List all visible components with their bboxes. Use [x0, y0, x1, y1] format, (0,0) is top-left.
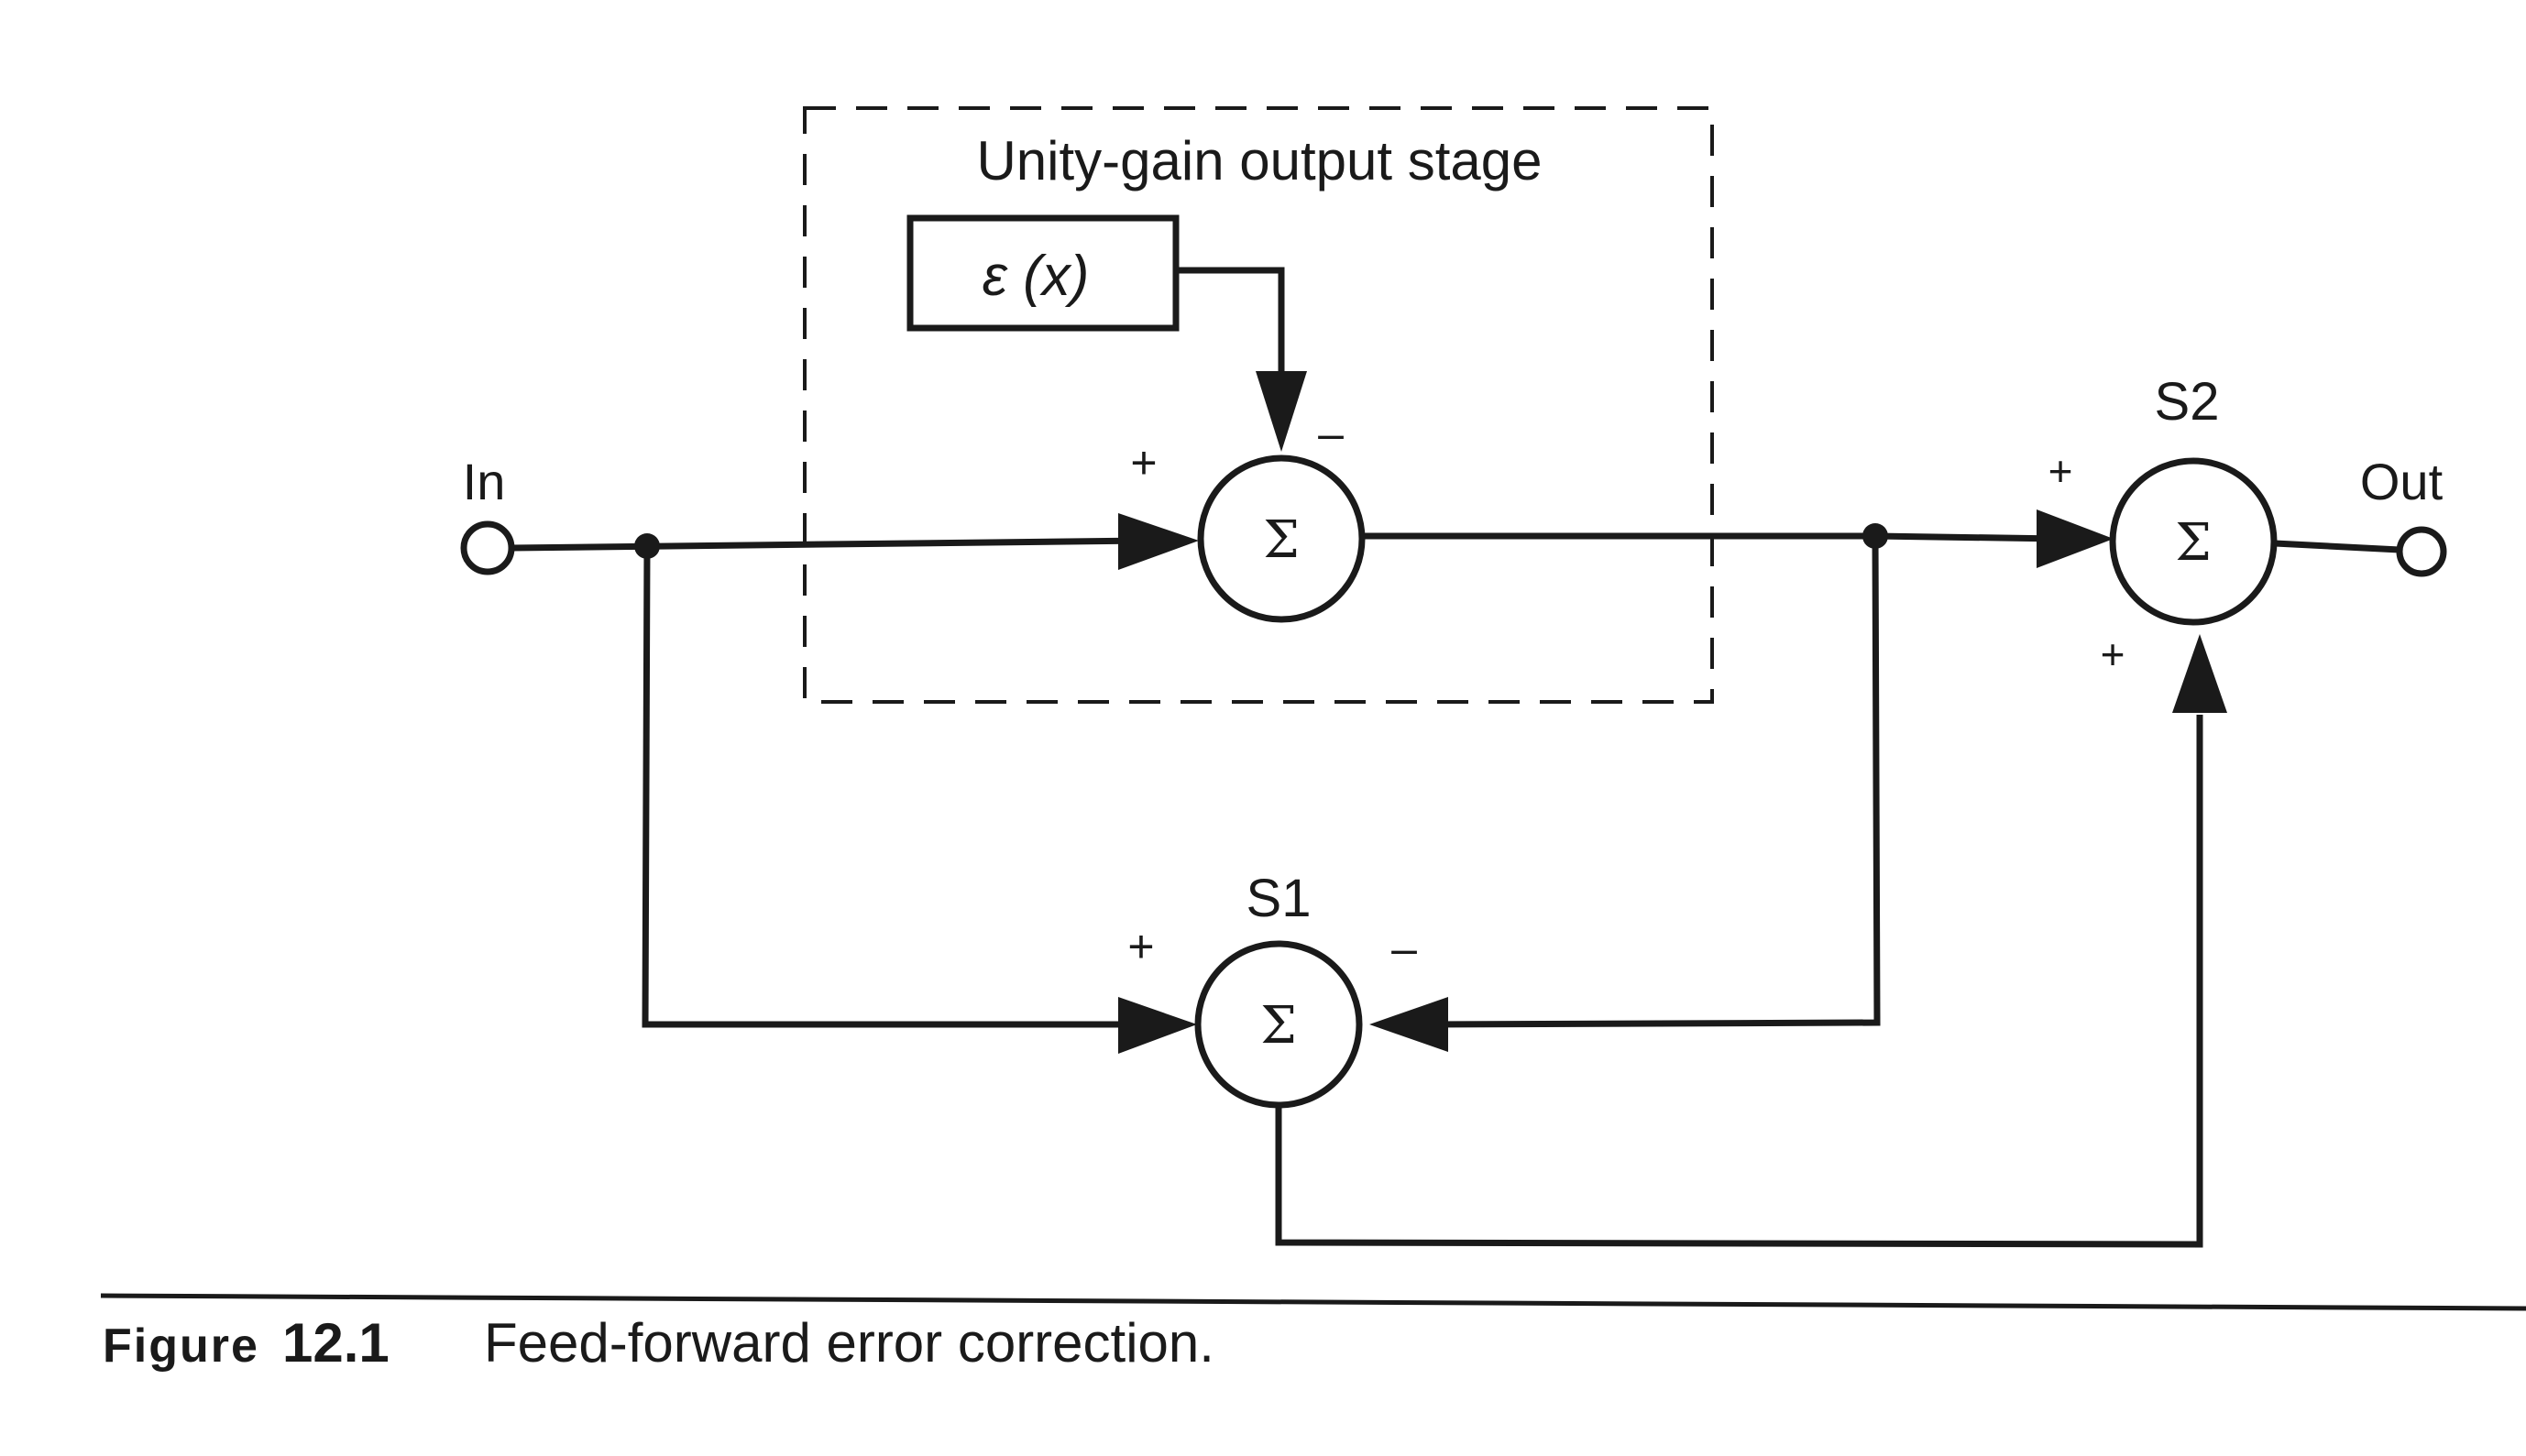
caption-word: Figure: [103, 1319, 259, 1373]
arrowheads: [1118, 371, 2227, 1054]
arrow-input-to-main: [1118, 513, 1199, 570]
main-summer-circle: [1197, 454, 1366, 623]
arrow-error-to-main: [1256, 371, 1307, 452]
junction-input: [634, 533, 660, 559]
junction-output: [1862, 523, 1888, 549]
output-label: Out: [2360, 453, 2444, 510]
wire-input-to-s1: [642, 545, 1146, 1028]
arrow-node-to-s1: [1369, 997, 1448, 1052]
s1-summer-plus: +: [1127, 921, 1154, 972]
s1-summer-circle: [1194, 940, 1363, 1109]
s1-summer-name: S1: [1247, 869, 1312, 928]
arrow-input-to-s1: [1118, 997, 1197, 1054]
wire-node-to-s1: [1429, 535, 1881, 1028]
signal-wires: [511, 267, 2400, 1248]
s1-summer: Σ S1 + –: [1127, 869, 1417, 1109]
s1-summer-symbol: Σ: [1260, 996, 1297, 1056]
s2-summer-plus-left: +: [2048, 447, 2073, 495]
error-block-label: ε (x): [983, 245, 1090, 308]
s2-summer-circle: [2109, 457, 2278, 626]
arrow-node-to-s2: [2037, 509, 2114, 568]
wire-s2-out: [2274, 540, 2400, 553]
s2-summer: Σ S2 + +: [2048, 372, 2278, 678]
arrow-s1-to-s2: [2172, 634, 2227, 713]
main-summer: Σ + –: [1130, 408, 1366, 623]
main-summer-plus: +: [1130, 437, 1157, 488]
main-summer-minus: –: [1318, 408, 1344, 459]
wire-s1-to-s2: [1275, 715, 2203, 1248]
s2-summer-name: S2: [2155, 372, 2220, 432]
wire-node-to-s2: [1874, 532, 2061, 542]
caption-text: Feed-forward error correction.: [484, 1312, 1214, 1374]
input-label: In: [463, 453, 506, 510]
s2-summer-symbol: Σ: [2175, 513, 2212, 573]
input-terminal: [460, 520, 515, 575]
wire-input: [511, 537, 1147, 552]
output-stage-boundary: [803, 106, 1714, 704]
output-stage-label: Unity-gain output stage: [976, 130, 1542, 192]
s2-summer-plus-bottom: +: [2101, 630, 2125, 678]
wire-error-to-main: [1176, 267, 1285, 417]
caption-rule: [100, 1293, 2526, 1311]
caption-number: 12.1: [282, 1312, 390, 1374]
figure-caption: Figure 12.1 Feed-forward error correctio…: [103, 1312, 1214, 1374]
output-terminal: [2396, 526, 2447, 577]
s1-summer-minus: –: [1391, 923, 1417, 974]
main-summer-symbol: Σ: [1263, 510, 1300, 570]
